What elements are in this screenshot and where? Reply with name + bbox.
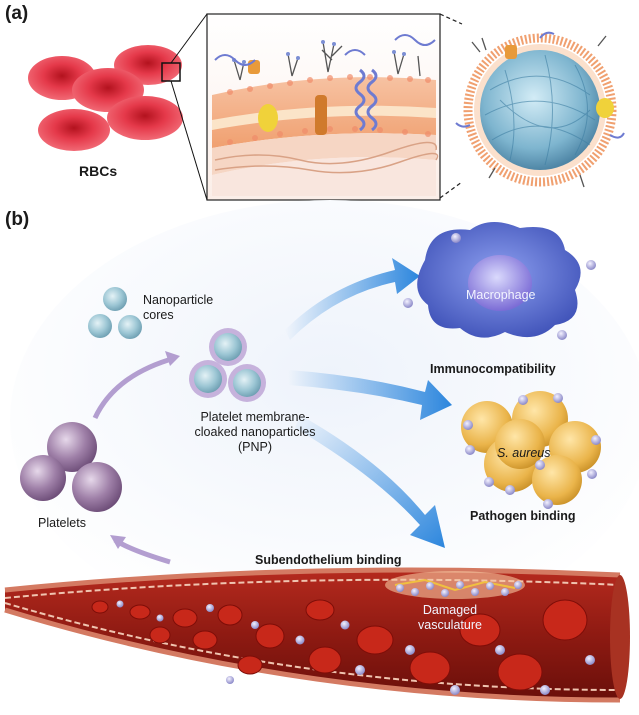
platelets-group [20, 422, 122, 512]
membrane-protein [315, 95, 327, 135]
panel-a [28, 13, 625, 201]
membrane-inset [206, 13, 441, 201]
zoom-line [170, 13, 208, 64]
damaged-vasculature-line-2: vasculature [418, 618, 482, 632]
cytoskeleton-layer [212, 133, 436, 175]
s-aureus-cluster [461, 391, 601, 509]
nanoparticle-cores-label: Nanoparticle cores [143, 293, 213, 323]
nanoparticle-cores-line-1: Nanoparticle [143, 293, 214, 307]
pnp-group [189, 328, 266, 402]
zoom-line [170, 80, 208, 201]
immunocompatibility-label: Immunocompatibility [430, 362, 556, 376]
panel-a-label: (a) [5, 3, 29, 24]
pnp-line-3: (PNP) [237, 440, 273, 454]
s-aureus-label: S. aureus [497, 446, 551, 460]
damaged-vasculature-line-1: Damaged [422, 603, 478, 617]
dashed-connector [439, 13, 463, 25]
bound-nanoparticles [463, 393, 601, 509]
arrow-to-macrophage [285, 258, 420, 340]
macrophage [403, 221, 596, 340]
pnp-line-2: cloaked nanoparticles [194, 425, 316, 439]
process-arrow [92, 355, 176, 420]
lipid-heads [227, 74, 431, 145]
vessel-rbcs [91, 599, 588, 691]
platelet [72, 462, 122, 512]
rbc-cell [38, 109, 110, 151]
platelets-label: Platelets [38, 516, 86, 530]
rbc-cloaked-nanoparticle [455, 31, 625, 188]
vessel-nanoparticles [116, 581, 595, 695]
dashed-connector [439, 181, 463, 199]
arrow-to-subendothelium [295, 415, 445, 548]
nanoparticle-cores-line-2: cores [143, 308, 174, 322]
macrophage-nucleus [468, 255, 532, 311]
pnp-line-1: Platelet membrane- [200, 410, 310, 424]
pathogen-binding-label: Pathogen binding [470, 509, 576, 523]
nanoparticle-core [88, 314, 112, 338]
panel-b [4, 200, 639, 703]
damage-site [385, 571, 525, 599]
blood-vessel [4, 567, 630, 703]
platelet [47, 422, 97, 472]
membrane-protein [258, 104, 278, 132]
arrow-to-pathogen [288, 370, 452, 420]
nanoparticle-core [103, 287, 127, 311]
nanoparticle-core [118, 315, 142, 339]
damaged-vasculature-label: Damaged vasculature [395, 603, 505, 633]
nanoparticle-cores-group [88, 287, 142, 339]
subendothelium-binding-label: Subendothelium binding [255, 553, 402, 567]
glycans [233, 41, 421, 81]
rbc-cell [107, 96, 183, 140]
panel-b-label: (b) [5, 209, 30, 230]
pnp-label: Platelet membrane- cloaked nanoparticles… [180, 410, 330, 455]
rbc-label: RBCs [79, 163, 118, 179]
macrophage-label: Macrophage [466, 288, 536, 302]
rbc-cluster [28, 13, 208, 201]
membrane-protein-helix [354, 68, 366, 132]
platelet [20, 455, 66, 501]
